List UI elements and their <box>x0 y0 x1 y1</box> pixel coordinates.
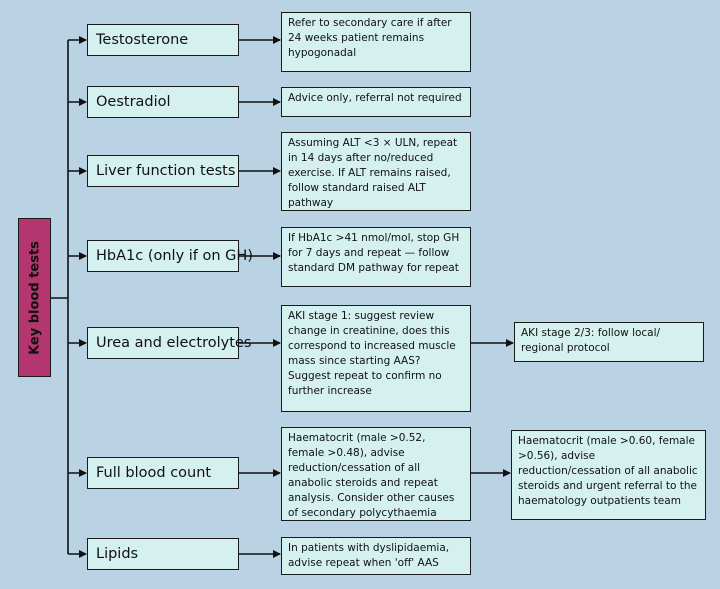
key-blood-tests-label: Key blood tests <box>27 240 42 355</box>
test-label: Testosterone <box>96 32 189 48</box>
outcome-text: Assuming ALT <3 × ULN, repeat in 14 days… <box>288 137 458 209</box>
test-label: Liver function tests <box>96 163 236 179</box>
test-label: Full blood count <box>96 465 212 481</box>
test-box-urea-and-electrolytes: Urea and electrolytes <box>87 327 251 359</box>
outcome-text: AKI stage 1: suggest review change in cr… <box>288 310 456 397</box>
outcome-box-urea-and-electrolytes-stage1: AKI stage 1: suggest review change in cr… <box>281 305 471 412</box>
outcome-box-lipids: In patients with dyslipidaemia, advise r… <box>281 537 471 575</box>
test-label: HbA1c (only if on GH) <box>96 248 253 264</box>
test-box-liver-function-tests: Liver function tests <box>87 155 239 187</box>
test-box-oestradiol: Oestradiol <box>87 86 239 118</box>
key-blood-tests-box: Key blood tests <box>18 218 51 377</box>
outcome-box-full-blood-count-moderate: Haematocrit (male >0.52, female >0.48), … <box>281 427 471 521</box>
outcome-text: Refer to secondary care if after 24 week… <box>288 17 452 59</box>
outcome-text: If HbA1c >41 nmol/mol, stop GH for 7 day… <box>288 232 460 274</box>
outcome-box-urea-and-electrolytes-stage2-3: AKI stage 2/3: follow local/ regional pr… <box>514 322 704 362</box>
outcome-box-oestradiol: Advice only, referral not required <box>281 87 471 117</box>
outcome-text: Haematocrit (male >0.60, female >0.56), … <box>518 435 698 507</box>
outcome-box-full-blood-count-severe: Haematocrit (male >0.60, female >0.56), … <box>511 430 706 520</box>
test-box-full-blood-count: Full blood count <box>87 457 239 489</box>
outcome-box-hba1c: If HbA1c >41 nmol/mol, stop GH for 7 day… <box>281 227 471 287</box>
outcome-box-liver-function-tests: Assuming ALT <3 × ULN, repeat in 14 days… <box>281 132 471 211</box>
test-box-testosterone: Testosterone <box>87 24 239 56</box>
outcome-text: In patients with dyslipidaemia, advise r… <box>288 542 450 569</box>
outcome-text: Advice only, referral not required <box>288 92 462 104</box>
test-label: Lipids <box>96 546 139 562</box>
test-label: Urea and electrolytes <box>96 335 252 351</box>
outcome-text: Haematocrit (male >0.52, female >0.48), … <box>288 432 455 519</box>
outcome-text: AKI stage 2/3: follow local/ regional pr… <box>521 327 661 354</box>
test-label: Oestradiol <box>96 94 171 110</box>
outcome-box-testosterone: Refer to secondary care if after 24 week… <box>281 12 471 72</box>
test-box-lipids: Lipids <box>87 538 239 570</box>
test-box-hba1c: HbA1c (only if on GH) <box>87 240 253 272</box>
